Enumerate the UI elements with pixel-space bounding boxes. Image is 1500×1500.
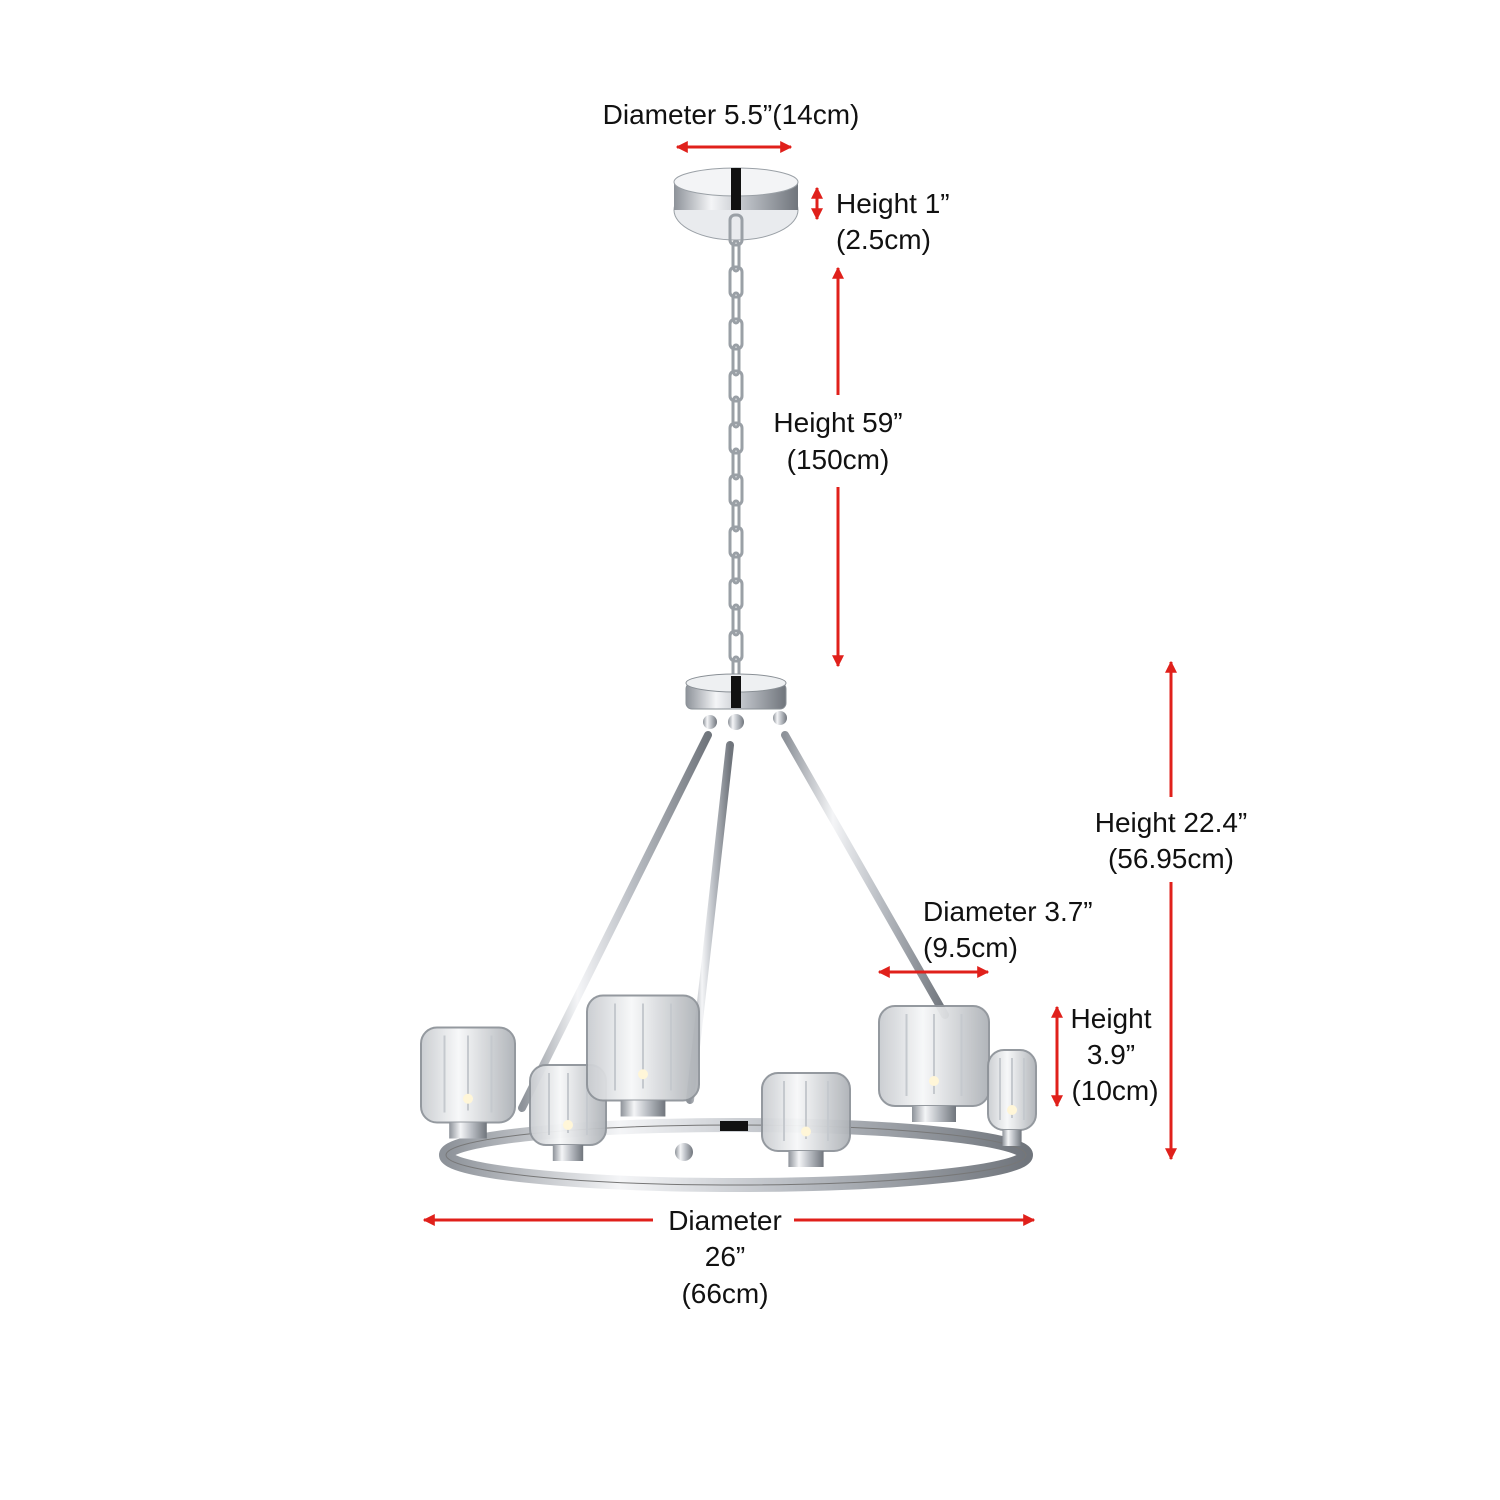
- chain-link: [728, 421, 744, 455]
- chain-link: [731, 551, 741, 585]
- ring-diameter-metric: (66cm): [681, 1278, 768, 1309]
- canopy-height-metric: (2.5cm): [836, 224, 931, 255]
- chain-link: [728, 369, 744, 403]
- shade-diameter-metric: (9.5cm): [923, 932, 1018, 963]
- chain-link: [731, 239, 741, 273]
- chain-link: [728, 317, 744, 351]
- chain-link: [728, 629, 744, 663]
- ring: [439, 1118, 1033, 1192]
- chain-link: [728, 265, 744, 299]
- shade-height-value: 3.9”: [1087, 1039, 1135, 1070]
- chain-height-label: Height 59”: [773, 407, 902, 438]
- dimension-arrows: [422, 141, 1177, 1226]
- chain-link: [731, 447, 741, 481]
- chain-link: [731, 291, 741, 325]
- glass-shade: [420, 1026, 516, 1139]
- shade-height-metric: (10cm): [1071, 1075, 1158, 1106]
- glass-shade: [761, 1072, 851, 1167]
- chain: [728, 213, 744, 689]
- chain-link: [731, 499, 741, 533]
- shade-diameter-label: Diameter 3.7”: [923, 896, 1093, 927]
- ring-diameter-label: Diameter: [668, 1205, 782, 1236]
- chain-link: [728, 473, 744, 507]
- canopy-diameter-label: Diameter 5.5”(14cm): [603, 99, 860, 130]
- center-hub: [685, 673, 787, 730]
- glass-shade: [987, 1049, 1037, 1146]
- chain-link: [731, 343, 741, 377]
- chain-link: [728, 213, 744, 247]
- canopy: [673, 167, 799, 241]
- shade-height-label: Height: [1071, 1003, 1152, 1034]
- glass-shade: [878, 1005, 990, 1122]
- chain-height-metric: (150cm): [787, 444, 890, 475]
- chain-link: [731, 395, 741, 429]
- chain-link: [731, 603, 741, 637]
- chain-link: [728, 525, 744, 559]
- body-height-label: Height 22.4”: [1095, 807, 1248, 838]
- glass-shade: [586, 994, 700, 1117]
- glass-shades: [420, 994, 1037, 1167]
- body-height-metric: (56.95cm): [1108, 843, 1234, 874]
- ring-diameter-value: 26”: [705, 1241, 745, 1272]
- chain-link: [728, 577, 744, 611]
- canopy-height-label: Height 1”: [836, 188, 950, 219]
